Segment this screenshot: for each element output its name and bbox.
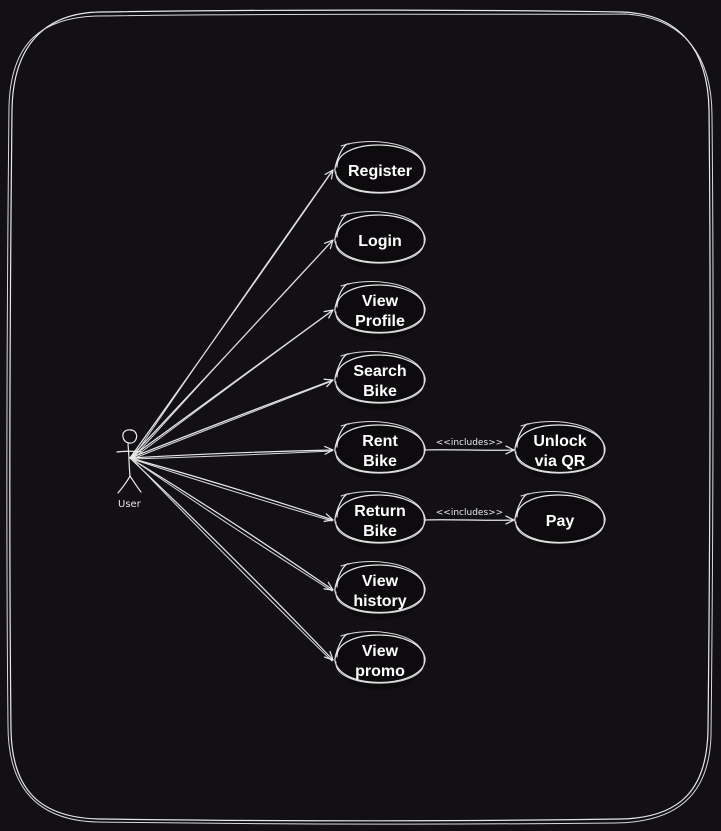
use-case-pay-label-line: Pay	[546, 513, 575, 530]
association-view-profile	[129, 309, 334, 460]
use-case-unlock-via-qr: Unlock via QR	[514, 420, 606, 480]
use-case-search-bike-label-line: Bike	[363, 383, 397, 400]
association-view-history	[129, 457, 334, 592]
association-view-promo	[129, 457, 334, 662]
association-register	[129, 169, 334, 460]
actor-label: User	[118, 499, 142, 510]
association-rent-bike	[129, 445, 334, 460]
use-case-view-profile-label-line: View	[362, 293, 399, 310]
stick-figure-icon	[116, 429, 143, 494]
use-case-view-history-label-line: View	[362, 573, 399, 590]
use-case-return-bike-label-line: Return	[354, 503, 406, 520]
use-case-register: Register	[334, 140, 426, 200]
include-relation-rent-bike: <<includes>>	[424, 438, 515, 455]
arrowhead-rent-bike	[324, 445, 334, 455]
use-case-view-history-label-line: history	[353, 593, 406, 610]
include-label: <<includes>>	[436, 508, 503, 518]
arrowhead-view-promo	[323, 650, 334, 661]
include-label: <<includes>>	[436, 438, 503, 448]
use-case-login-label-line: Login	[358, 233, 402, 250]
use-case-rent-bike-label-line: Bike	[363, 453, 397, 470]
use-case-login: Login	[334, 210, 426, 270]
include-arrowhead-return-bike	[505, 515, 515, 525]
use-cases: RegisterLoginViewProfileSearchBikeRentBi…	[334, 140, 606, 690]
actor-user: User	[116, 429, 143, 510]
use-case-return-bike-label-line: Bike	[363, 523, 397, 540]
use-case-view-promo-label-line: promo	[355, 663, 405, 680]
use-case-unlock-via-qr-label-line: Unlock	[533, 433, 586, 450]
include-arrowhead-rent-bike	[505, 445, 515, 455]
use-case-register-label-line: Register	[348, 163, 412, 180]
arrowhead-view-history	[323, 581, 334, 591]
use-case-search-bike-label-line: Search	[353, 363, 406, 380]
use-case-view-promo: View promo	[334, 630, 426, 690]
use-case-view-history: View history	[334, 560, 426, 620]
association-login	[129, 239, 334, 460]
arrowhead-login	[324, 239, 334, 250]
association-search-bike	[129, 378, 334, 460]
include-relation-return-bike: <<includes>>	[424, 508, 515, 525]
arrowhead-register	[324, 169, 334, 180]
use-case-view-profile-label-line: Profile	[355, 313, 405, 330]
diagram-frame	[6, 9, 714, 825]
include-relations: <<includes>> <<includes>>	[424, 438, 515, 525]
arrowhead-search-bike	[323, 378, 334, 388]
use-case-rent-bike-label-line: Rent	[362, 433, 398, 450]
association-return-bike	[129, 457, 334, 522]
associations	[129, 169, 334, 662]
arrowhead-return-bike	[323, 513, 334, 522]
use-case-view-promo-label-line: View	[362, 643, 399, 660]
arrowhead-view-profile	[323, 309, 334, 319]
use-case-pay: Pay	[514, 490, 606, 550]
use-case-unlock-via-qr-label-line: via QR	[535, 453, 586, 470]
